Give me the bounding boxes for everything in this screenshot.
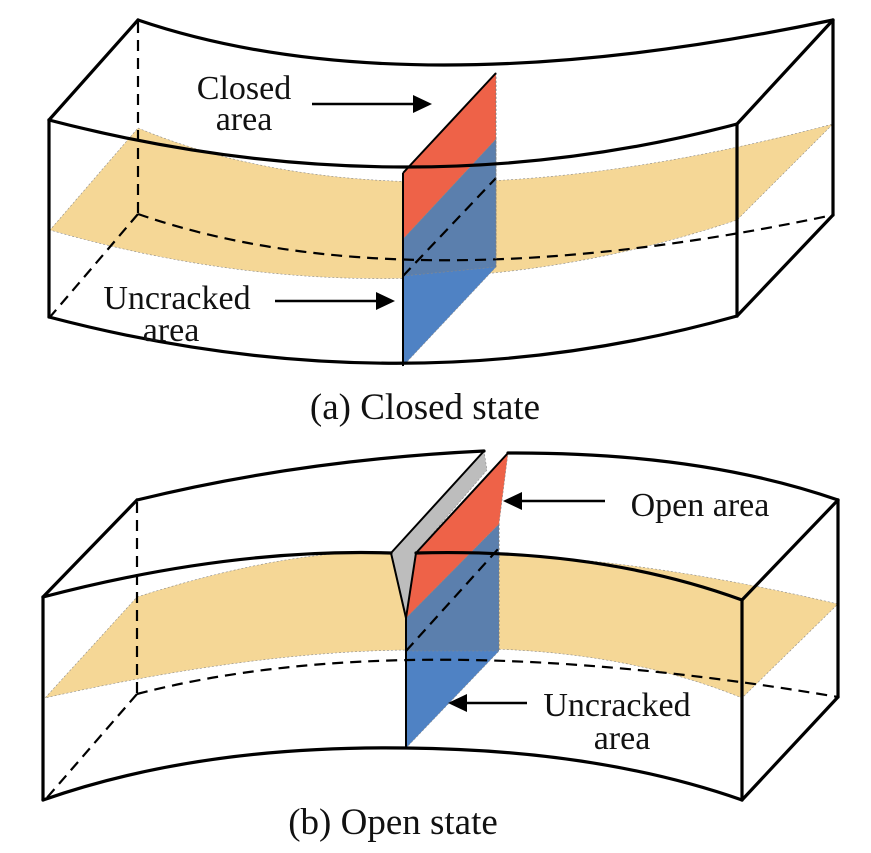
open-area-label: Open area	[631, 487, 770, 524]
right-bottom-edge-b	[740, 695, 840, 802]
back-top-edge-a	[136, 18, 835, 67]
hidden-edge-crack-diagonal-a	[402, 177, 497, 277]
right-bottom-edge-a	[735, 213, 835, 318]
hidden-edge-back-bottom-a	[137, 212, 834, 262]
hidden-edge-back-bottom-b	[136, 658, 839, 699]
panel-closed-state: Closed area Uncracked area (a) Closed st…	[47, 18, 835, 428]
right-top-edge-b	[740, 498, 840, 602]
back-top-edge-right-b	[506, 451, 840, 502]
closed-area-label-line2: area	[216, 101, 273, 138]
uncracked-area-label-b-line1: Uncracked	[543, 687, 690, 724]
uncracked-area-label-b-line2: area	[594, 720, 651, 757]
crack-top-edge-a	[402, 72, 497, 174]
hidden-edge-crack-diagonal-b	[405, 547, 500, 652]
uncracked-area-label-a-line2: area	[143, 312, 200, 349]
front-top-edge-a	[47, 118, 739, 169]
left-top-edge-b	[41, 498, 139, 599]
caption-open-state: (b) Open state	[288, 802, 498, 843]
left-top-edge-a	[47, 18, 140, 122]
uncracked-area-label-a-line1: Uncracked	[103, 280, 250, 317]
crack-lip-left-b	[390, 450, 485, 619]
right-top-edge-a	[735, 18, 835, 126]
hidden-edge-left-bottom-a	[49, 213, 139, 318]
closed-area-arrowhead	[413, 95, 432, 113]
uncracked-area-arrowhead-a	[376, 292, 395, 310]
front-bottom-edge-a	[47, 314, 739, 365]
open-area-arrowhead	[503, 492, 522, 510]
uncracked-area-arrowhead-b	[448, 694, 467, 712]
hidden-edge-left-bottom-b	[44, 693, 138, 801]
caption-closed-state: (a) Closed state	[310, 387, 540, 428]
panel-open-state: Open area Uncracked area (b) Open state	[41, 449, 840, 843]
front-top-edge-left-b	[41, 550, 393, 599]
closed-area-label-line1: Closed	[197, 70, 291, 107]
crack-lip-right-b	[405, 452, 509, 619]
back-top-edge-left-b	[135, 449, 486, 502]
front-top-edge-right-b	[414, 550, 744, 602]
